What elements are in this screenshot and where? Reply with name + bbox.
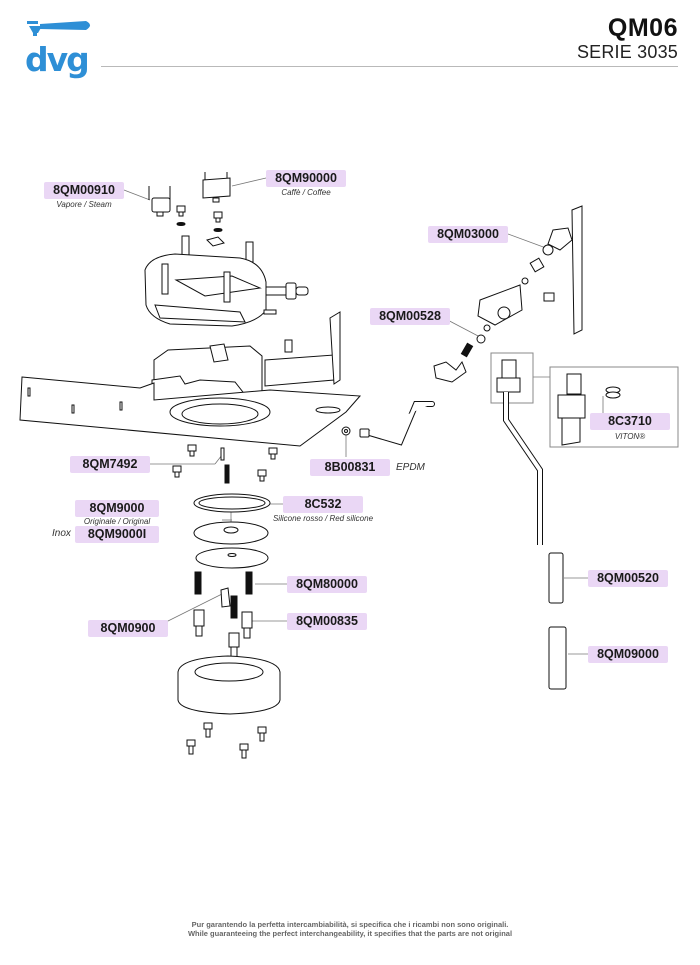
- steam-pipe-part: [341, 401, 435, 446]
- part-label-8QM80000[interactable]: 8QM80000: [287, 576, 367, 593]
- part-label-8QM03000[interactable]: 8QM03000: [428, 226, 508, 243]
- part-caption: Caffè / Coffee: [281, 188, 331, 197]
- steam-wand-part: [547, 205, 583, 335]
- boiler-block-part: [144, 253, 309, 327]
- coffee-solenoid-part: [202, 172, 231, 203]
- part-label-8C532[interactable]: 8C532: [283, 496, 363, 513]
- bracket-part: [264, 311, 341, 387]
- series-subtitle: SERIE 3035: [576, 42, 678, 62]
- part-side-note: EPDM: [396, 462, 425, 473]
- part-label-8QM9000I[interactable]: 8QM9000I: [75, 526, 159, 543]
- svg-text:dvg: dvg: [25, 40, 88, 79]
- steam-valve-parts: [433, 244, 555, 383]
- wand-tips: [548, 552, 567, 690]
- part-label-8C3710[interactable]: 8C3710: [590, 413, 670, 430]
- gasket-and-shower: [193, 493, 271, 569]
- springs-and-pins: [193, 571, 253, 658]
- part-label-8B00831[interactable]: 8B00831: [310, 459, 390, 476]
- dvg-logo: dvg: [25, 21, 90, 79]
- disclaimer-english: While guaranteeing the perfect interchan…: [187, 929, 513, 938]
- part-label-8QM7492[interactable]: 8QM7492: [70, 456, 150, 473]
- part-label-8QM9000[interactable]: 8QM9000: [75, 500, 159, 517]
- part-label-8QM0900[interactable]: 8QM0900: [88, 620, 168, 637]
- header-divider: [101, 66, 678, 67]
- part-caption: Originale / Original: [83, 517, 151, 526]
- part-label-8QM00835[interactable]: 8QM00835: [287, 613, 367, 630]
- flange-ring-part: [177, 655, 281, 715]
- pressure-fitting-part: [496, 359, 621, 545]
- flange-screws: [186, 722, 267, 759]
- part-label-8QM00528[interactable]: 8QM00528: [370, 308, 450, 325]
- part-side-note: Inox: [52, 528, 71, 539]
- part-label-8QM00910[interactable]: 8QM00910: [44, 182, 124, 199]
- base-plate-part: [19, 376, 362, 447]
- part-caption: Silicone rosso / Red silicone: [272, 514, 374, 523]
- valve-screws: [176, 205, 254, 263]
- base-screws: [172, 444, 278, 484]
- portafilter-icon: [27, 21, 90, 36]
- detail-boxes: [490, 352, 679, 448]
- model-title: QM06: [607, 14, 678, 42]
- part-caption: Vapore / Steam: [56, 200, 112, 209]
- part-label-8QM09000[interactable]: 8QM09000: [588, 646, 668, 663]
- part-label-8QM00520[interactable]: 8QM00520: [588, 570, 668, 587]
- part-label-8QM90000[interactable]: 8QM90000: [266, 170, 346, 187]
- part-caption: VITON®: [614, 432, 646, 441]
- steam-solenoid-part: [148, 186, 171, 217]
- disclaimer-italian: Pur garantendo la perfetta intercambiabi…: [191, 920, 509, 929]
